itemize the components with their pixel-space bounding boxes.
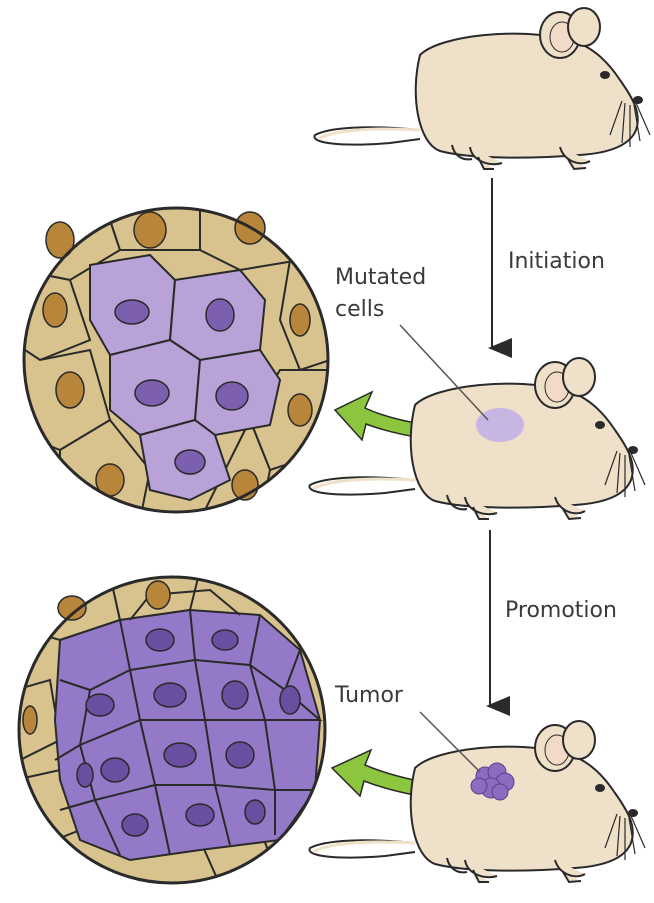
- mouse-tumor: [309, 721, 645, 882]
- mutated-patch: [476, 408, 524, 442]
- initiation-label: Initiation: [508, 249, 605, 274]
- promotion-label: Promotion: [505, 598, 617, 623]
- tumor-label: Tumor: [334, 683, 404, 708]
- mutated-cells-label-line2: cells: [335, 297, 384, 322]
- magnified-tissue-mutated: [10, 185, 330, 520]
- mutated-cells-label-line1: Mutated: [335, 265, 426, 290]
- magnified-tissue-tumor: [15, 570, 325, 885]
- mouse-normal: [314, 8, 650, 169]
